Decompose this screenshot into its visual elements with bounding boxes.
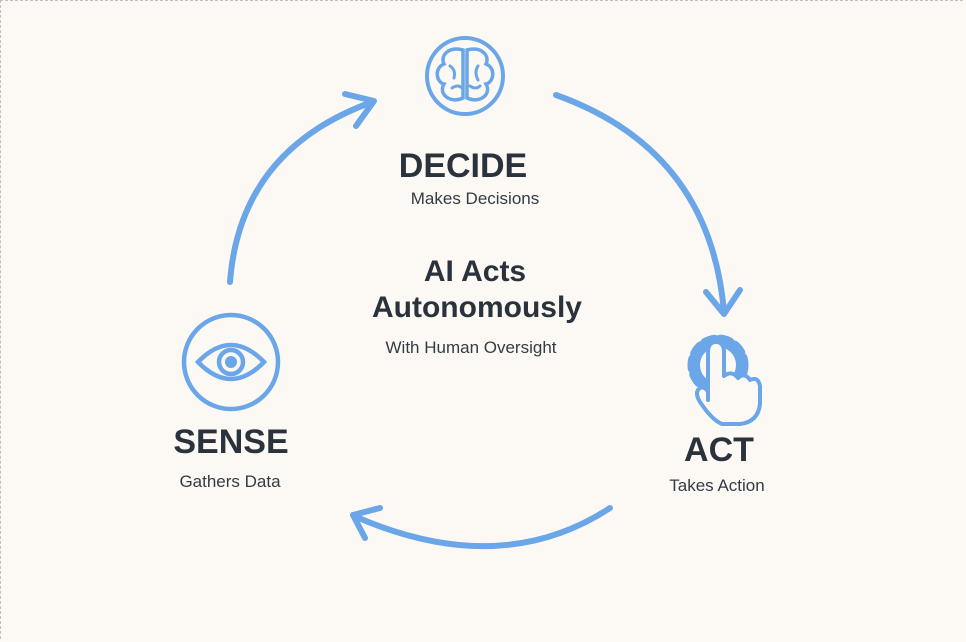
sense-title: SENSE	[173, 423, 289, 461]
decide-title: DECIDE	[398, 147, 528, 185]
arrow-act-to-sense	[351, 505, 613, 550]
center-title-line1: AI Acts	[423, 255, 527, 288]
act-title: ACT	[684, 431, 754, 469]
eye-icon	[181, 312, 281, 412]
brain-icon	[425, 36, 505, 116]
arrow-sense-to-decide	[227, 99, 375, 285]
center-subtitle: With Human Oversight	[385, 338, 557, 357]
arrowhead-sense	[350, 505, 383, 541]
decide-subtitle: Makes Decisions	[410, 189, 540, 208]
sense-subtitle: Gathers Data	[179, 472, 281, 491]
gear-hand-icon	[687, 334, 762, 426]
arrowhead-decide	[342, 91, 377, 129]
arrow-decide-to-act	[553, 92, 727, 315]
act-subtitle: Takes Action	[669, 476, 765, 495]
center-title-line2: Autonomously	[372, 291, 582, 324]
arrowhead-act	[703, 287, 743, 317]
